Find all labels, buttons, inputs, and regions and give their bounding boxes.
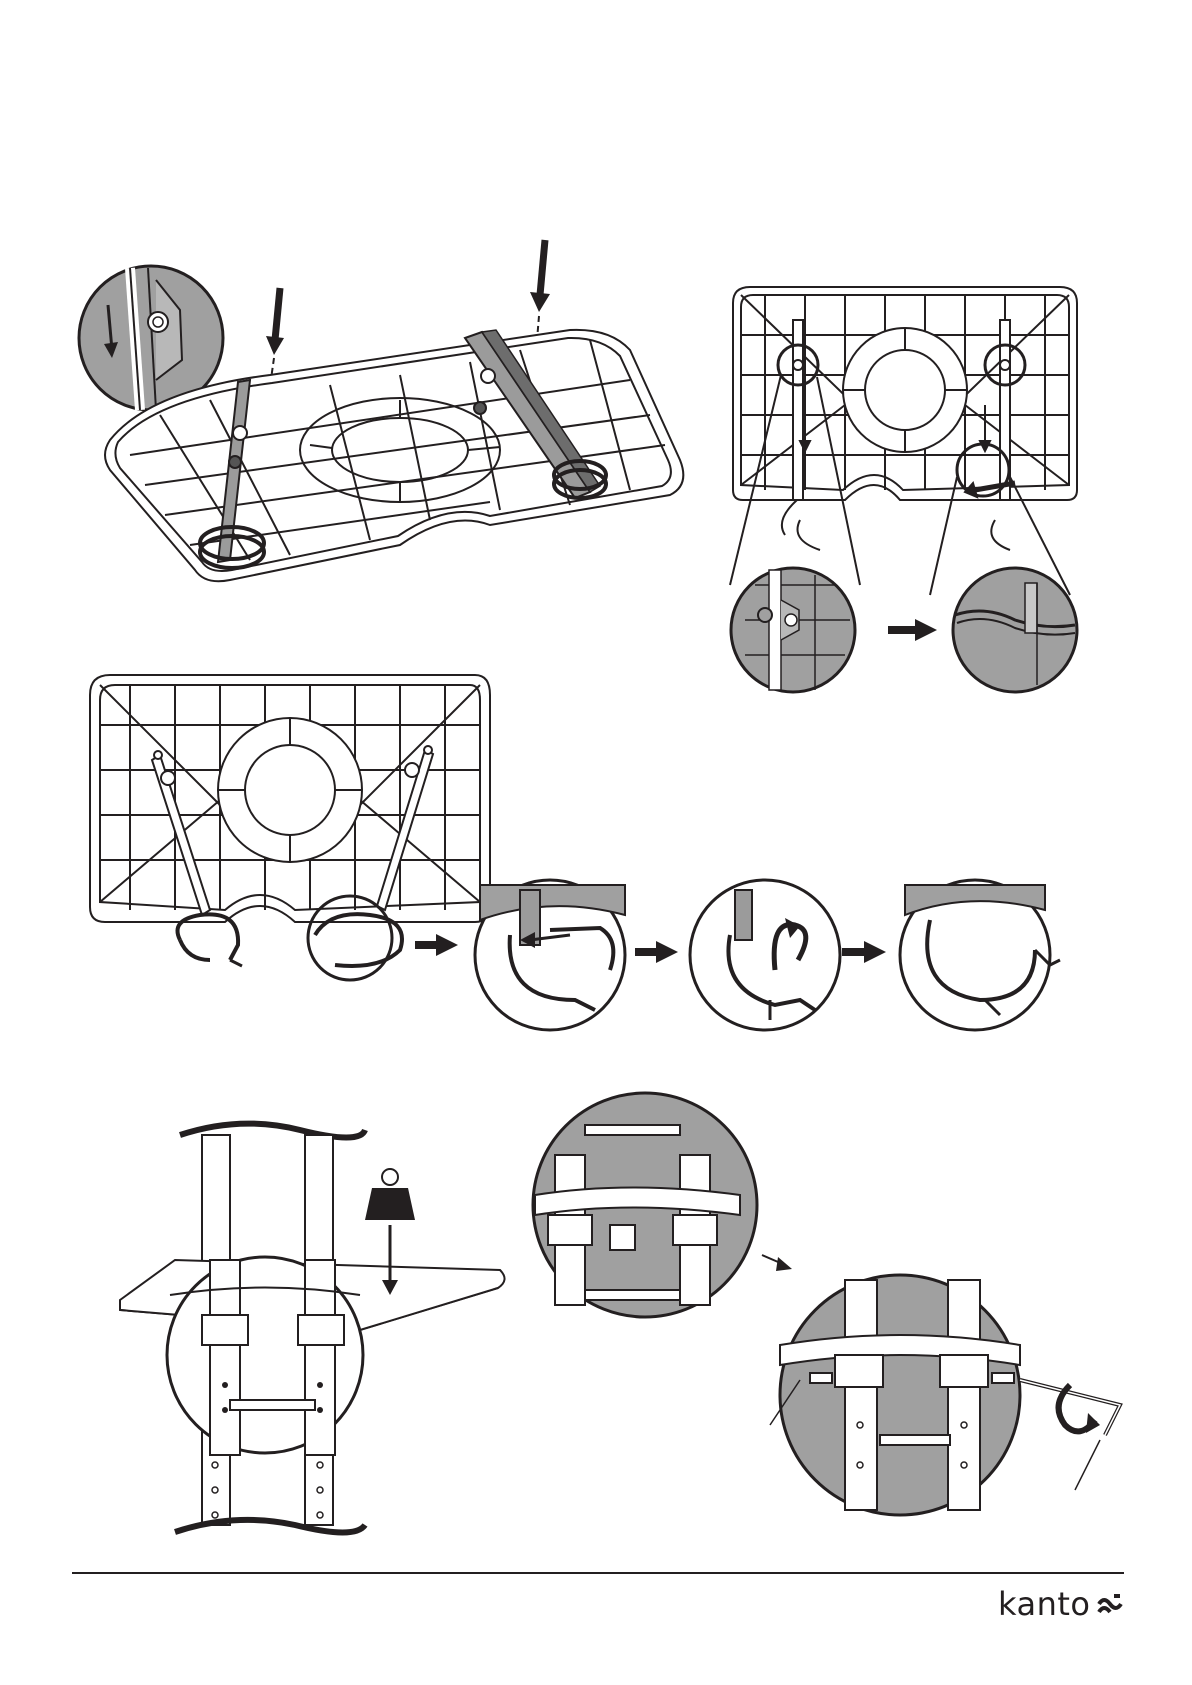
step-1-figure: [70, 240, 710, 640]
tray-top-view-clip-slide-icon: [725, 285, 1085, 705]
tighten-with-hex-key-icon: [530, 1095, 1120, 1535]
hex-key-icon: [1020, 1380, 1120, 1435]
zoom-clamp-2: [690, 880, 840, 1030]
step-5-figure: [530, 1095, 1120, 1535]
tray-top-view: [733, 287, 1077, 500]
kanto-logo-mark-icon: [1096, 1592, 1124, 1616]
step-2-figure: [725, 285, 1085, 705]
brand-logo: kanto: [998, 1582, 1128, 1626]
step-4-figure: [110, 1120, 500, 1540]
step-arrow: [888, 619, 937, 641]
zoom-poles-clamps: [533, 1093, 757, 1317]
zoom-clamp-3: [900, 880, 1060, 1030]
step-3-figure: [80, 670, 1090, 1070]
tray-clamps-open-sequence-icon: [80, 670, 1090, 1070]
tray-perspective-brackets-icon: [70, 240, 710, 640]
wave-cut-bottom: [175, 1520, 365, 1533]
zoom-clamp-1: [475, 880, 625, 1030]
tray-mount-on-poles-icon: [110, 1120, 500, 1540]
brand-name: kanto: [998, 1585, 1090, 1623]
zoom-arrow: [762, 1255, 792, 1271]
footer-rule: [72, 1572, 1124, 1574]
tray-top-view-large: [90, 675, 490, 922]
zoom-tighten: [780, 1275, 1020, 1515]
zoom-poles: [167, 1257, 363, 1455]
